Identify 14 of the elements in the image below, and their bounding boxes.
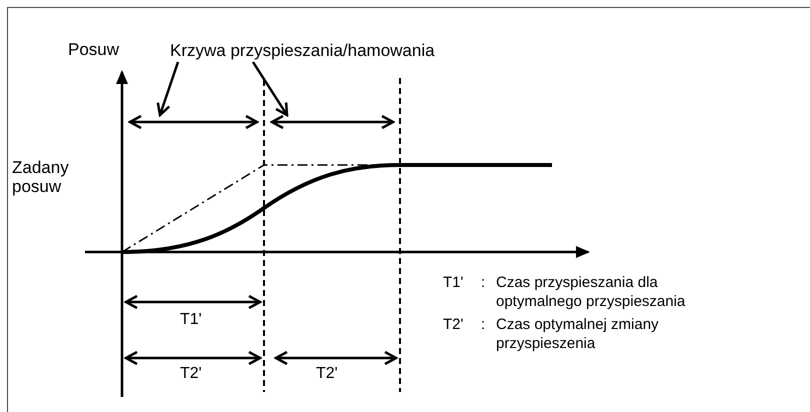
definition-text: Czas optymalnej zmiany przyspieszenia — [496, 315, 660, 353]
separator-colon: : — [481, 315, 486, 334]
leader-line — [252, 61, 288, 116]
leader-line — [156, 62, 180, 116]
separator-colon: : — [481, 273, 486, 292]
curve-label: Krzywa przyspieszania/hamowania — [170, 41, 435, 60]
dimension-label: T2' — [316, 364, 338, 383]
legend-symbol: T2' — [443, 315, 464, 334]
definition-text: Czas przyspieszania dla optymalnego przyspieszania — [496, 273, 686, 311]
axis-label: Zadany posuw — [12, 158, 70, 196]
dimension-label: T2' — [180, 364, 202, 383]
axis-label: Posuw — [68, 40, 120, 59]
dimension-label: T1' — [180, 310, 202, 329]
legend-symbol: T1' — [443, 273, 464, 292]
